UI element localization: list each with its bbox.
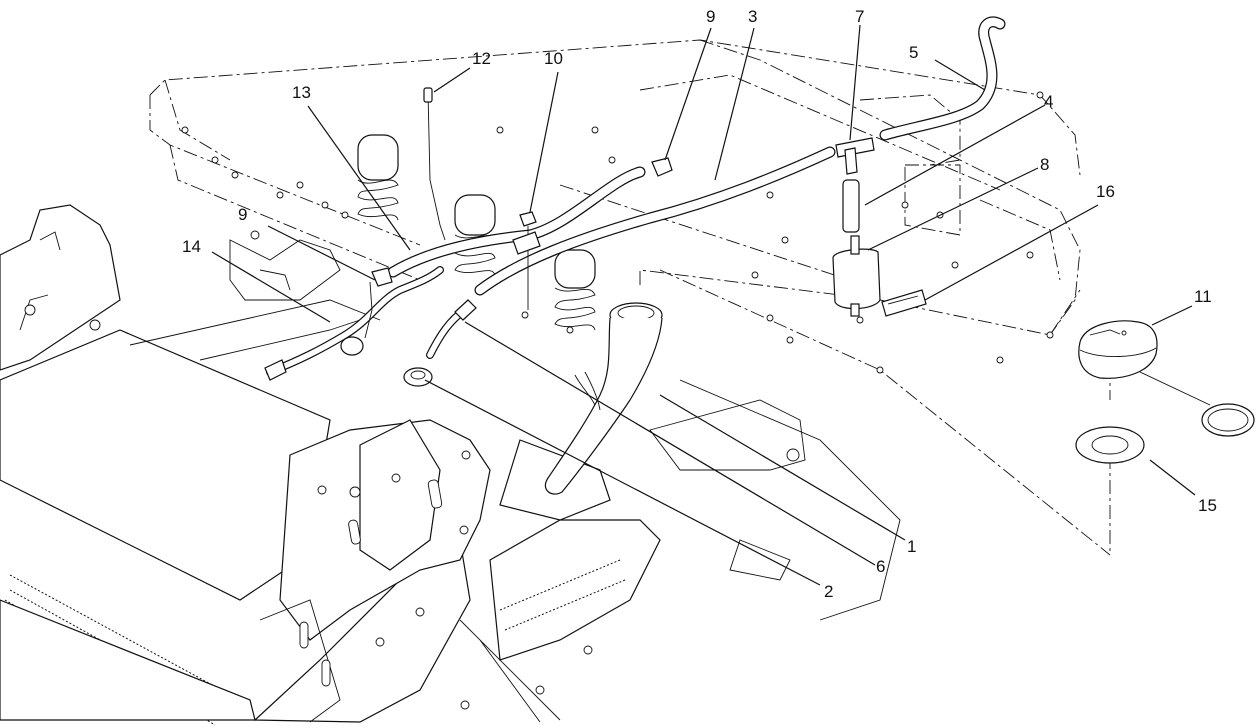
callout-13: 13: [292, 83, 311, 102]
callout-5: 5: [909, 43, 918, 62]
callout-14: 14: [182, 237, 201, 256]
callout-9-upper: 9: [706, 7, 715, 26]
callout-16: 16: [1096, 182, 1115, 201]
callout-12: 12: [472, 49, 491, 68]
callout-9-lower: 9: [238, 205, 247, 224]
callout-4: 4: [1044, 92, 1053, 111]
callout-1: 1: [907, 537, 916, 556]
callout-7: 7: [855, 7, 864, 26]
callout-8: 8: [1040, 155, 1049, 174]
leader-lines: [211, 24, 1196, 586]
callout-2: 2: [824, 582, 833, 601]
seat-springs: [357, 134, 596, 331]
callout-10: 10: [544, 49, 563, 68]
callout-6: 6: [876, 557, 885, 576]
filler-neck: [544, 302, 663, 495]
chassis-frame: [149, 39, 1111, 556]
callout-11: 11: [1194, 287, 1212, 306]
small-parts: [264, 87, 927, 387]
front-frame: [0, 204, 901, 726]
fuel-cap-assembly: [1075, 320, 1255, 464]
fuel-lines: [266, 16, 1006, 376]
callout-15: 15: [1198, 496, 1217, 515]
callout-3: 3: [748, 7, 757, 26]
callout-labels: 1 2 3 4 5 6 7 8 9 9 10 11 12 13 14 15 16: [182, 7, 1217, 601]
